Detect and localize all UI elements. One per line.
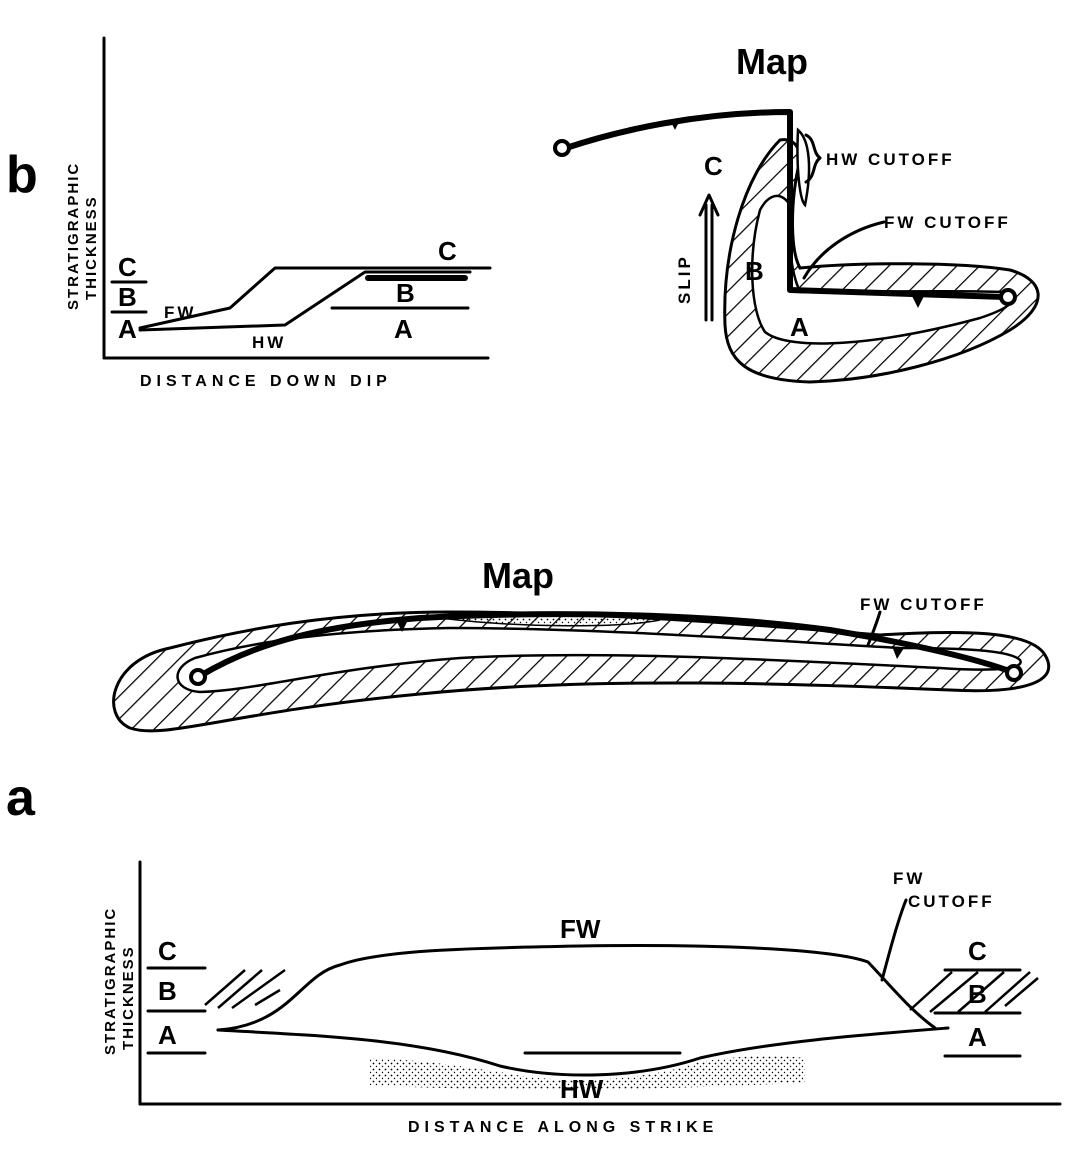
footwall-label: FW [164, 303, 196, 322]
unit-label-right-c: C [968, 936, 987, 966]
thrust-tooth [396, 620, 408, 632]
unit-b-label: B [745, 256, 764, 286]
fault-tip-circle [1005, 664, 1023, 682]
hangingwall-line [138, 270, 472, 332]
panel-b: b STRATIGRAPHIC THICKNESS DISTANCE DOWN … [6, 36, 1040, 390]
thrust-tooth [670, 120, 680, 130]
map-title: Map [482, 555, 554, 596]
hangingwall-label: HW [560, 1074, 604, 1104]
unit-label-right-b: B [396, 278, 415, 308]
y-axis-label-line2: THICKNESS [83, 195, 100, 300]
left-hatch-marks [204, 968, 286, 1010]
fw-cutoff-leader [866, 610, 882, 647]
unit-a-label: A [790, 312, 809, 342]
fw-cutoff-leader [802, 220, 886, 280]
x-axis-label: DISTANCE DOWN DIP [140, 373, 392, 390]
footwall-label: FW [560, 914, 601, 944]
unit-label-left-c: C [118, 252, 137, 282]
hangingwall-stipple [370, 1056, 805, 1090]
slip-arrow-head [698, 193, 720, 217]
hangingwall-curve [216, 1026, 950, 1077]
unit-label-left-b: B [158, 976, 177, 1006]
fault-tip-circle [553, 139, 571, 157]
slip-label: SLIP [675, 254, 694, 304]
hw-cutoff-label: HW CUTOFF [826, 150, 955, 169]
fw-cutoff-label-line1: FW [893, 869, 925, 888]
unit-label-left-a: A [158, 1020, 177, 1050]
right-hatch-marks [909, 971, 1039, 1013]
unit-label-left-b: B [118, 282, 137, 312]
fw-cutoff-label-line2: CUTOFF [908, 892, 995, 911]
panel-a-section: STRATIGRAPHIC THICKNESS DISTANCE ALONG S… [102, 860, 1062, 1136]
map-title: Map [736, 41, 808, 82]
footwall-line [138, 266, 492, 330]
x-axis-label: DISTANCE ALONG STRIKE [408, 1119, 718, 1136]
panel-b-section: STRATIGRAPHIC THICKNESS DISTANCE DOWN DI… [65, 36, 492, 390]
unit-label-right-c: C [438, 236, 457, 266]
panel-a: Map FW CUTOFF a STRATIGRAPHIC THICKNESS … [6, 555, 1062, 1136]
thrust-tooth [912, 296, 924, 308]
hw-cutoff-brace [804, 133, 822, 184]
panel-b-map: Map SLIP C B A HW CUTOFF FW CUTOF [553, 41, 1040, 384]
y-axis-label-line1: STRATIGRAPHIC [102, 907, 119, 1055]
panel-label-b: b [6, 146, 38, 204]
y-axis-label-line1: STRATIGRAPHIC [65, 162, 82, 310]
unit-label-right-a: A [394, 314, 413, 344]
y-axis-label-line2: THICKNESS [120, 945, 137, 1050]
fw-cutoff-leader [880, 898, 908, 982]
fw-cutoff-label: FW CUTOFF [860, 595, 987, 614]
thrust-tooth [892, 646, 904, 659]
unit-c-label: C [704, 151, 723, 181]
fw-cutoff-label: FW CUTOFF [884, 213, 1011, 232]
panel-a-map: Map FW CUTOFF [112, 555, 1051, 733]
fault-tip-circle [999, 288, 1017, 306]
unit-label-left-c: C [158, 936, 177, 966]
hangingwall-label: HW [252, 333, 286, 352]
panel-label-a: a [6, 769, 36, 827]
unit-label-right-a: A [968, 1022, 987, 1052]
hangingwall-cutoff-zone [796, 127, 811, 208]
footwall-curve [216, 944, 937, 1032]
fault-trace [197, 611, 1015, 679]
unit-label-left-a: A [118, 314, 137, 344]
fault-tip-circle [189, 668, 207, 686]
